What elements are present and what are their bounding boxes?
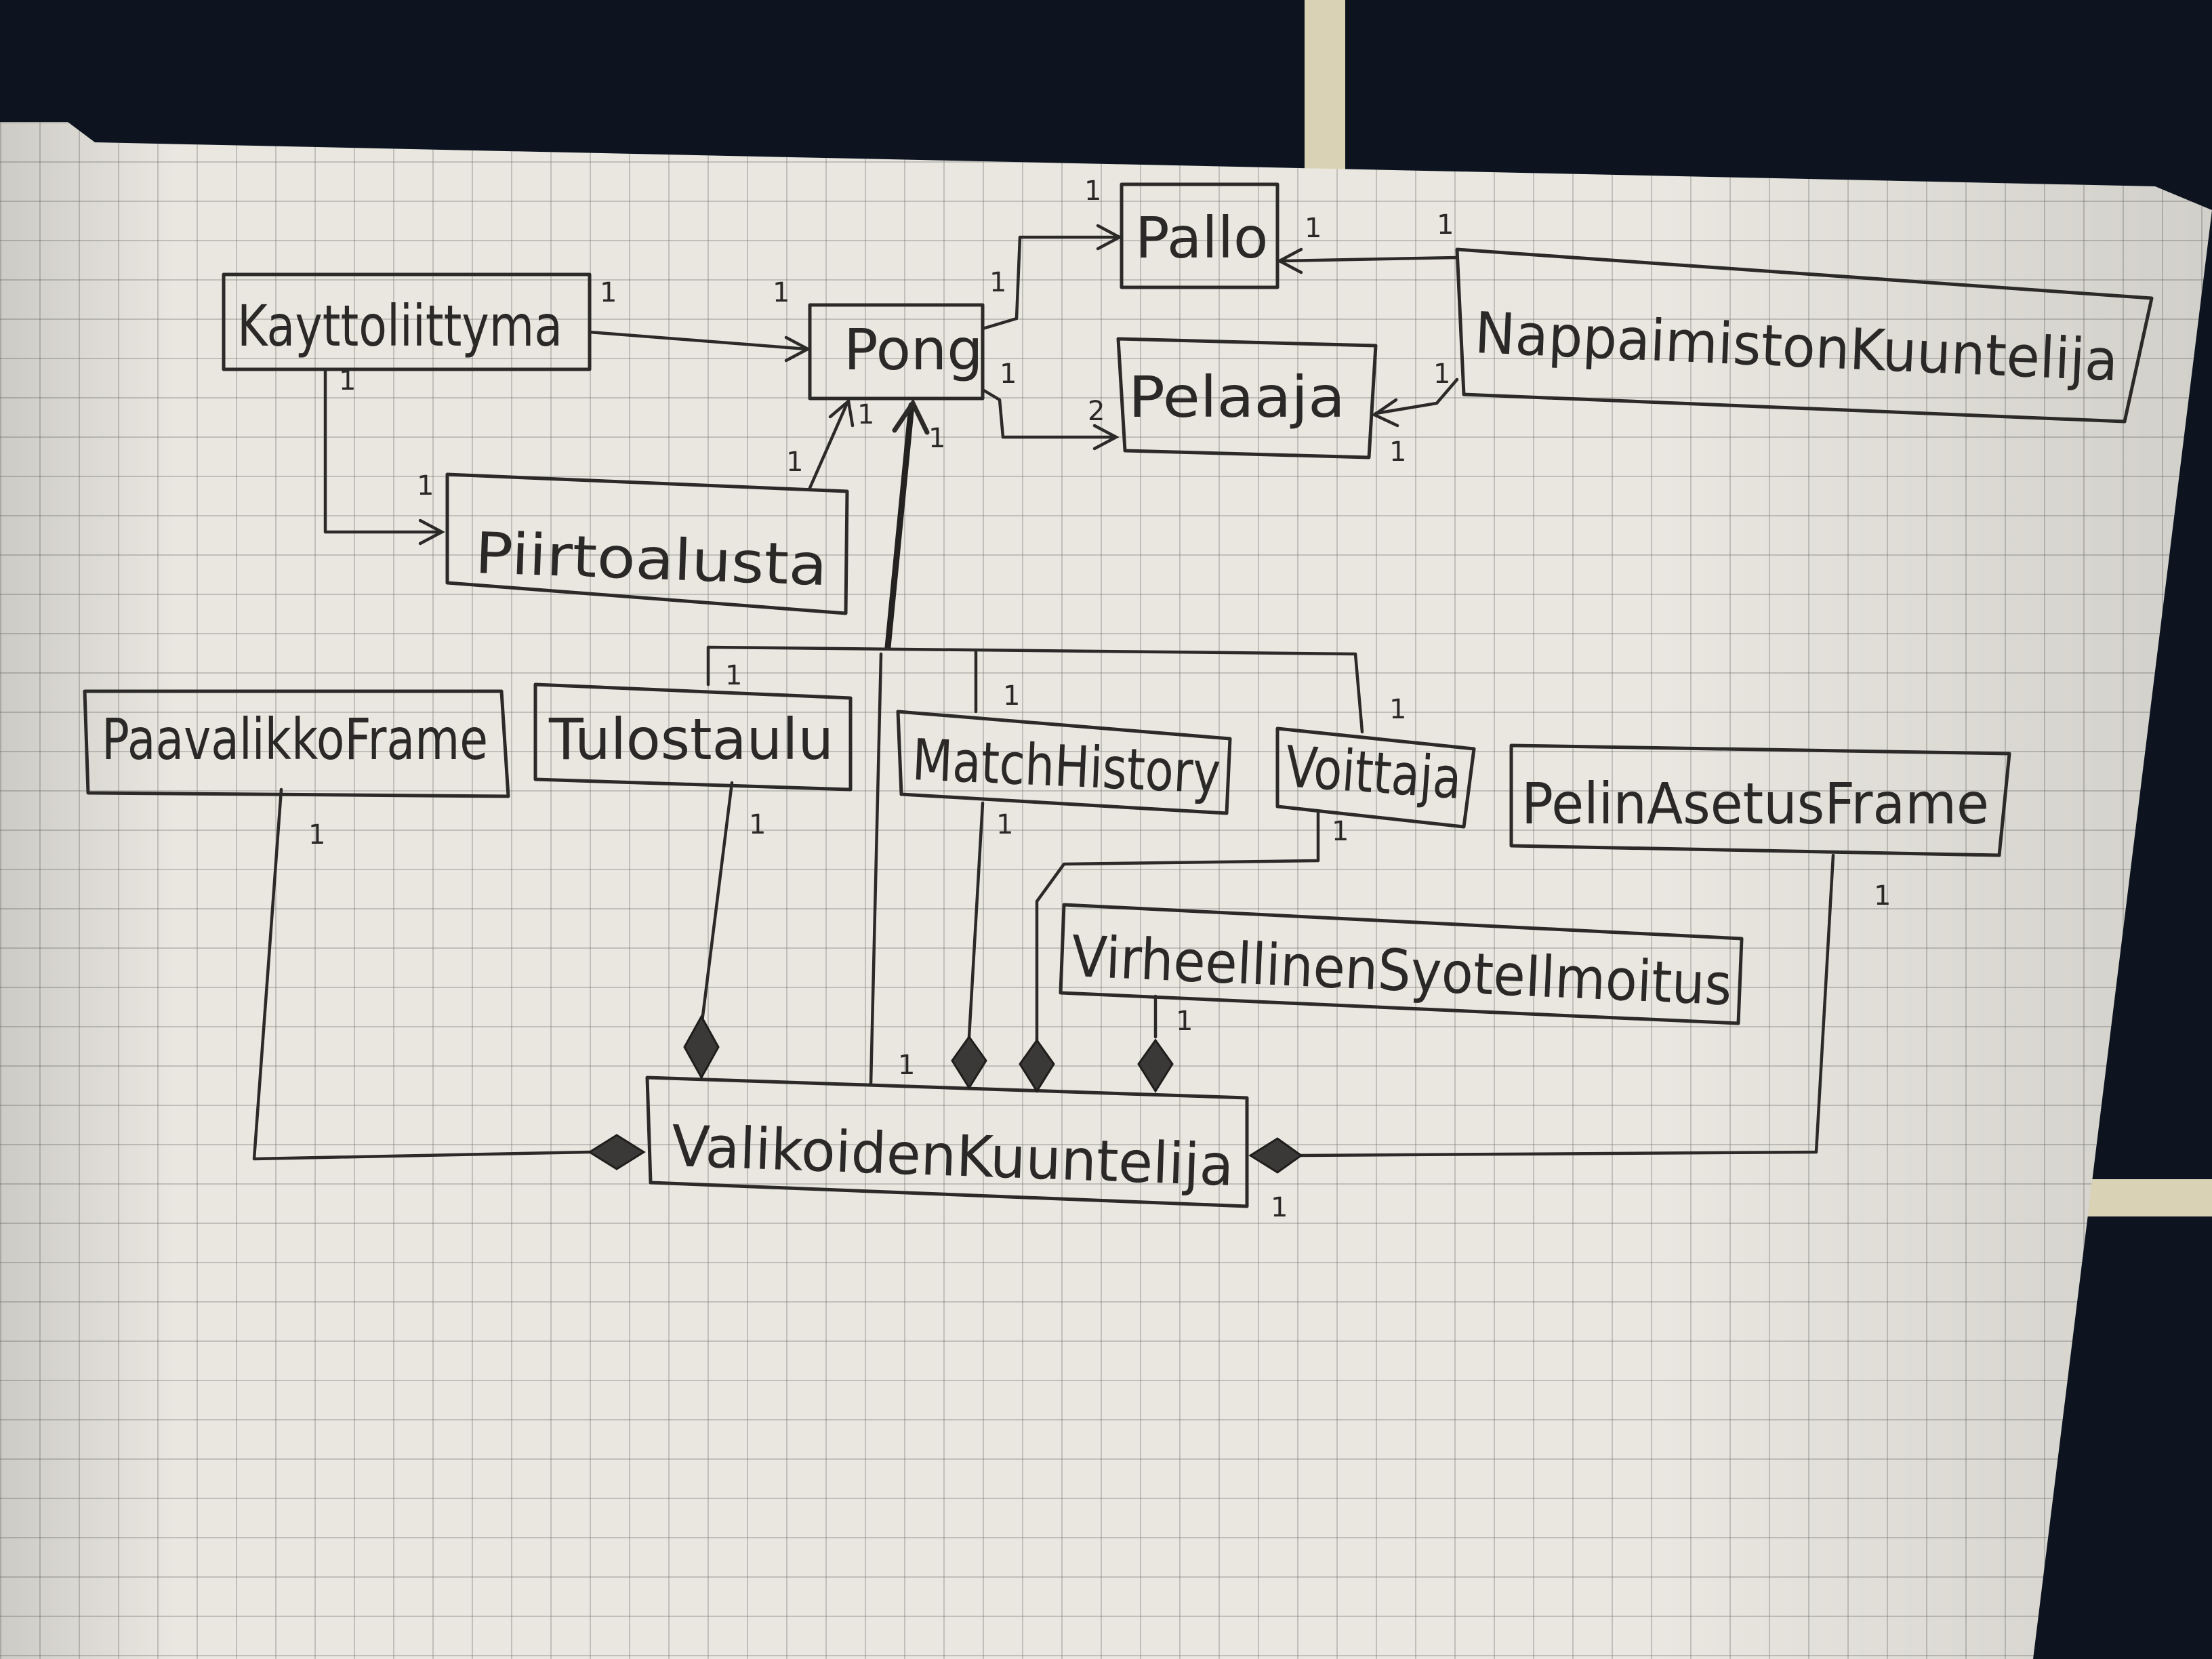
class-pallo: Pallo xyxy=(1120,182,1279,289)
class-pelaaja-label: Pelaaja xyxy=(1128,364,1345,430)
mult-nappaimiston-top: 1 xyxy=(1437,209,1454,241)
mult-nappaimiston-bottom: 1 xyxy=(1433,359,1450,390)
class-nappaimistonkuuntelija: NappaimistonKuuntelija xyxy=(1455,247,2154,424)
class-matchhistory: MatchHistory xyxy=(896,710,1232,815)
class-pong: Pong xyxy=(808,303,985,401)
mult-paavalikko-bottom: 1 xyxy=(308,819,325,851)
edge-nappaimiston-pelaaja xyxy=(1371,377,1459,428)
mult-pong-pelaaja: 1 xyxy=(1000,359,1017,390)
class-virheellinensyoteilmoitus: VirheellinenSyoteIlmoitus xyxy=(1059,903,1744,1025)
edge-valikoiden-pong xyxy=(869,652,883,1086)
tile-gap-vertical xyxy=(1305,0,1345,169)
class-piirtoalusta-label: Piirtoalusta xyxy=(474,520,828,598)
class-kayttoliittyma: Kayttoliittyma xyxy=(222,272,592,371)
mult-kayttoliittyma-bottom: 1 xyxy=(339,365,356,396)
mult-pong-bottom-a: 1 xyxy=(857,399,874,430)
mult-voittaja-bottom: 1 xyxy=(1332,816,1349,847)
class-pong-label: Pong xyxy=(844,316,983,383)
mult-matchhistory-top: 1 xyxy=(1003,680,1020,712)
mult-piirtoalusta-top: 1 xyxy=(786,447,803,478)
mult-pelaaja-two: 2 xyxy=(1088,396,1105,427)
mult-matchhistory-bottom: 1 xyxy=(996,809,1013,840)
edge-kayttoliittyma-pong xyxy=(588,330,811,363)
class-pelinasetusframe-label: PelinAsetusFrame xyxy=(1521,771,1989,837)
class-pelaaja: Pelaaja xyxy=(1116,337,1378,459)
class-paavalikkoframe: PaavalikkoFrame xyxy=(83,689,510,798)
mult-pallo-right: 1 xyxy=(1305,213,1322,244)
mult-pelaaja-right: 1 xyxy=(1389,436,1406,468)
class-pelinasetusframe: PelinAsetusFrame xyxy=(1509,743,2011,857)
edge-nappaimiston-pallo xyxy=(1276,247,1459,274)
mult-virheellinen-bottom: 1 xyxy=(1176,1006,1193,1037)
mult-voittaja-top: 1 xyxy=(1389,694,1406,725)
class-piirtoalusta: Piirtoalusta xyxy=(445,472,849,615)
mult-pong-bottom-b: 1 xyxy=(928,423,945,454)
class-matchhistory-label: MatchHistory xyxy=(911,726,1222,806)
class-voittaja-label: Voittaja xyxy=(1284,733,1464,812)
mult-valikoiden-right: 1 xyxy=(1271,1192,1288,1223)
mult-pelinasetus-bottom: 1 xyxy=(1874,880,1891,912)
edge-pong-pallo xyxy=(981,224,1123,331)
multiplicities: 1 1 1 1 1 1 1 1 1 2 1 1 1 1 1 1 1 1 1 1 … xyxy=(308,176,1891,1223)
class-tulostaulu-label: Tulostaulu xyxy=(548,706,834,773)
mult-kayttoliittyma-right: 1 xyxy=(600,277,617,308)
edge-voittaja-valikoiden xyxy=(1019,811,1320,1093)
mult-tulostaulu-bottom: 1 xyxy=(749,809,766,840)
mult-piirtoalusta-left: 1 xyxy=(417,470,434,501)
class-valikoidenkuuntelija: ValikoidenKuuntelija xyxy=(645,1076,1249,1208)
edge-pong-pelaaja xyxy=(981,388,1120,451)
edge-virheellinen-valikoiden xyxy=(1137,994,1174,1093)
edge-matchhistory-valikoiden xyxy=(951,801,987,1090)
class-nappaimistonkuuntelija-label: NappaimistonKuuntelija xyxy=(1473,300,2119,394)
class-kayttoliittyma-label: Kayttoliittyma xyxy=(237,293,562,359)
class-voittaja: Voittaja xyxy=(1275,726,1476,829)
notebook-page xyxy=(0,122,2212,1659)
mult-pallo-left: 1 xyxy=(1084,176,1101,207)
mult-tulostaulu-top: 1 xyxy=(725,660,742,691)
edge-tree-pong xyxy=(706,398,1364,734)
edge-pelinasetus-valikoiden xyxy=(1248,853,1835,1174)
class-tulostaulu: Tulostaulu xyxy=(533,682,853,792)
mult-pong-pallo: 1 xyxy=(989,267,1006,298)
edge-kayttoliittyma-piirtoalusta xyxy=(323,367,445,546)
edge-paavalikko-valikoiden xyxy=(252,787,646,1170)
class-pallo-label: Pallo xyxy=(1135,205,1268,271)
class-paavalikkoframe-label: PaavalikkoFrame xyxy=(102,706,488,773)
mult-pong-left: 1 xyxy=(773,277,790,308)
edge-piirtoalusta-pong xyxy=(808,398,855,490)
class-virheellinensyoteilmoitus-label: VirheellinenSyoteIlmoitus xyxy=(1070,923,1733,1018)
mult-valikoiden-pong: 1 xyxy=(898,1050,915,1081)
edge-tulostaulu-valikoiden xyxy=(683,781,734,1080)
